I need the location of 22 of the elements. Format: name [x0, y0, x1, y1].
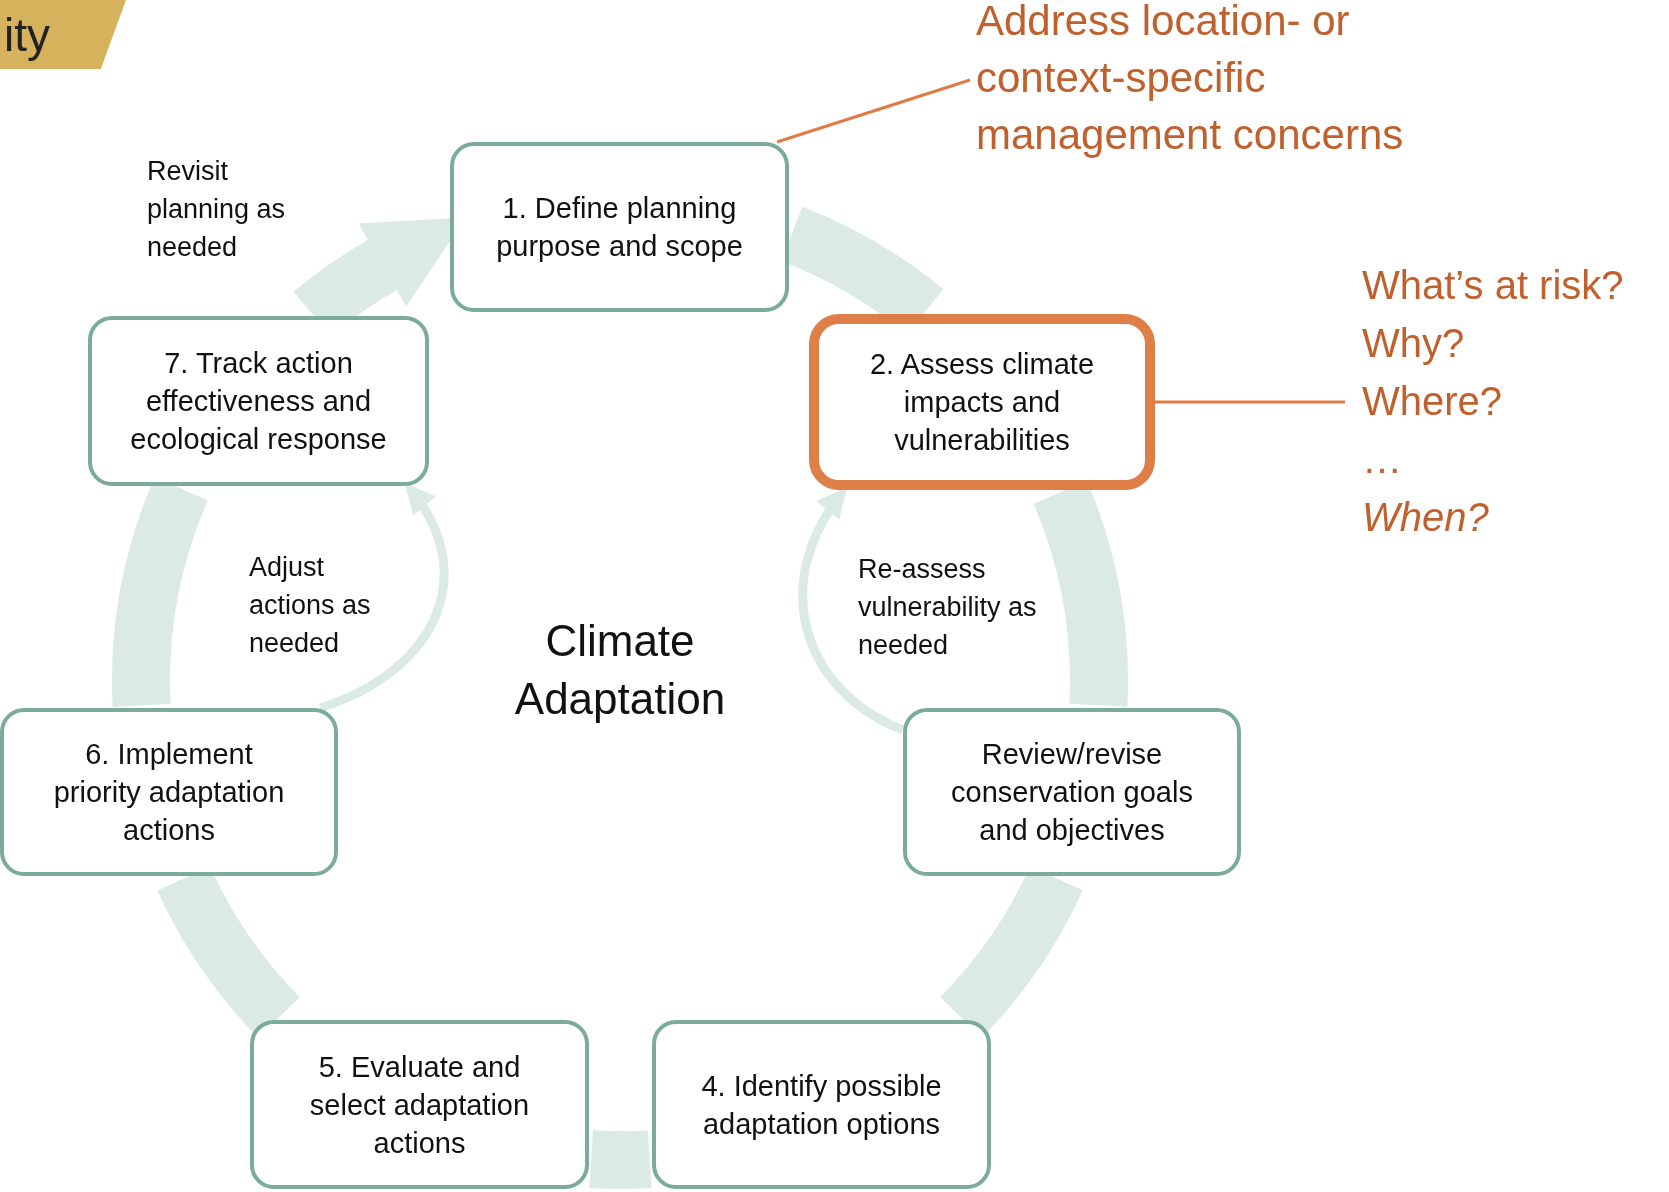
annotation-text: What’s at risk? [1362, 262, 1625, 309]
step-box: 6. Implement priority adaptation actions [0, 708, 338, 876]
annotation-text: Where? [1362, 378, 1504, 425]
cycle-label: Re-assess vulnerability as needed [858, 553, 1038, 662]
leader-line [776, 78, 971, 144]
step-box: 5. Evaluate and select adaptation actions [250, 1020, 589, 1189]
arrow [318, 483, 449, 713]
step-box: 4. Identify possible adaptation options [652, 1020, 991, 1189]
step-box: 1. Define planning purpose and scope [450, 142, 789, 312]
annotation-text: Address location- or context-specific management concerns [976, 0, 1405, 160]
center-title: Climate Adaptation [513, 615, 727, 725]
step-box: 2. Assess climate impacts and vulnerabilities [809, 314, 1155, 490]
leader-line [1155, 400, 1345, 404]
annotation-text: Why? [1362, 320, 1466, 367]
section-tab: ity [0, 0, 126, 69]
step-box: Review/revise conservation goals and objectives [903, 708, 1241, 876]
cycle-label: Adjust actions as needed [249, 551, 372, 660]
annotation-text: When? [1362, 494, 1490, 541]
cycle-label: Revisit planning as needed [147, 155, 287, 264]
annotation-text: … [1362, 436, 1403, 483]
arrow [798, 487, 905, 735]
step-box: 7. Track action effectiveness and ecological response [88, 316, 429, 486]
